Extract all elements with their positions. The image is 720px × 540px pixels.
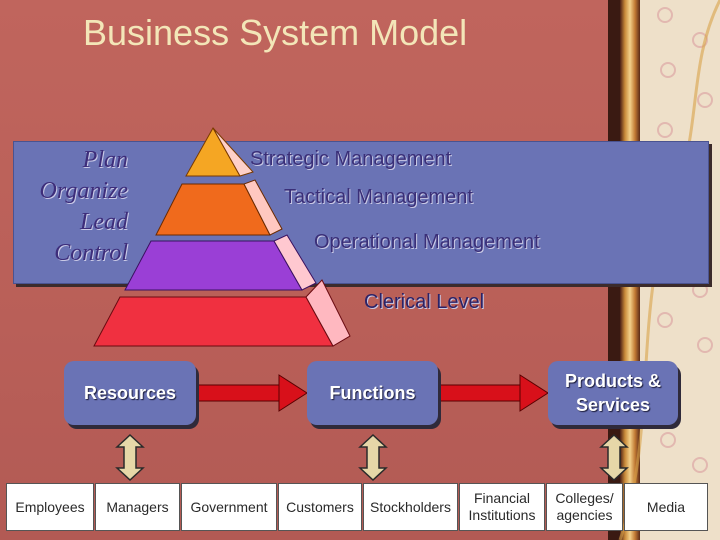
- pyramid-side-strategic: [212, 127, 254, 177]
- products-line: Products &: [564, 371, 661, 391]
- entity-employees: Employees: [6, 483, 94, 531]
- products-services-box: Products & Services: [548, 361, 678, 425]
- level-label-clerical: Clerical Level: [364, 291, 485, 313]
- page-title: Business System Model: [83, 12, 468, 53]
- functions-box: Functions: [307, 361, 438, 425]
- entity-colleges-agencies: Colleges/agencies: [546, 483, 623, 531]
- entity-government: Government: [181, 483, 277, 531]
- entity-media: Media: [624, 483, 708, 531]
- double-arrow-functions: [358, 433, 388, 482]
- entity-customers: Customers: [278, 483, 362, 531]
- arrow-functions-to-products: [437, 374, 549, 412]
- level-label-tactical: Tactical Management: [284, 186, 473, 208]
- services-line: Services: [575, 395, 651, 415]
- level-label-operational: Operational Management: [314, 231, 540, 253]
- verb-organize: Organize: [39, 178, 128, 204]
- resources-box: Resources: [64, 361, 196, 425]
- double-arrow-resources: [115, 433, 145, 482]
- double-arrow-products: [599, 433, 629, 482]
- management-functions-list: Plan Organize Lead Control: [16, 145, 128, 269]
- management-panel: [13, 141, 709, 284]
- verb-lead: Lead: [80, 209, 128, 235]
- verb-control: Control: [54, 240, 128, 266]
- pyramid-side-operational: [273, 234, 317, 291]
- verb-plan: Plan: [82, 147, 128, 173]
- pyramid-side-tactical: [243, 179, 283, 236]
- arrow-resources-to-functions: [195, 374, 308, 412]
- pyramid-side-clerical: [305, 279, 351, 347]
- entity-stockholders: Stockholders: [363, 483, 458, 531]
- level-label-strategic: Strategic Management: [250, 148, 452, 170]
- entity-managers: Managers: [95, 483, 180, 531]
